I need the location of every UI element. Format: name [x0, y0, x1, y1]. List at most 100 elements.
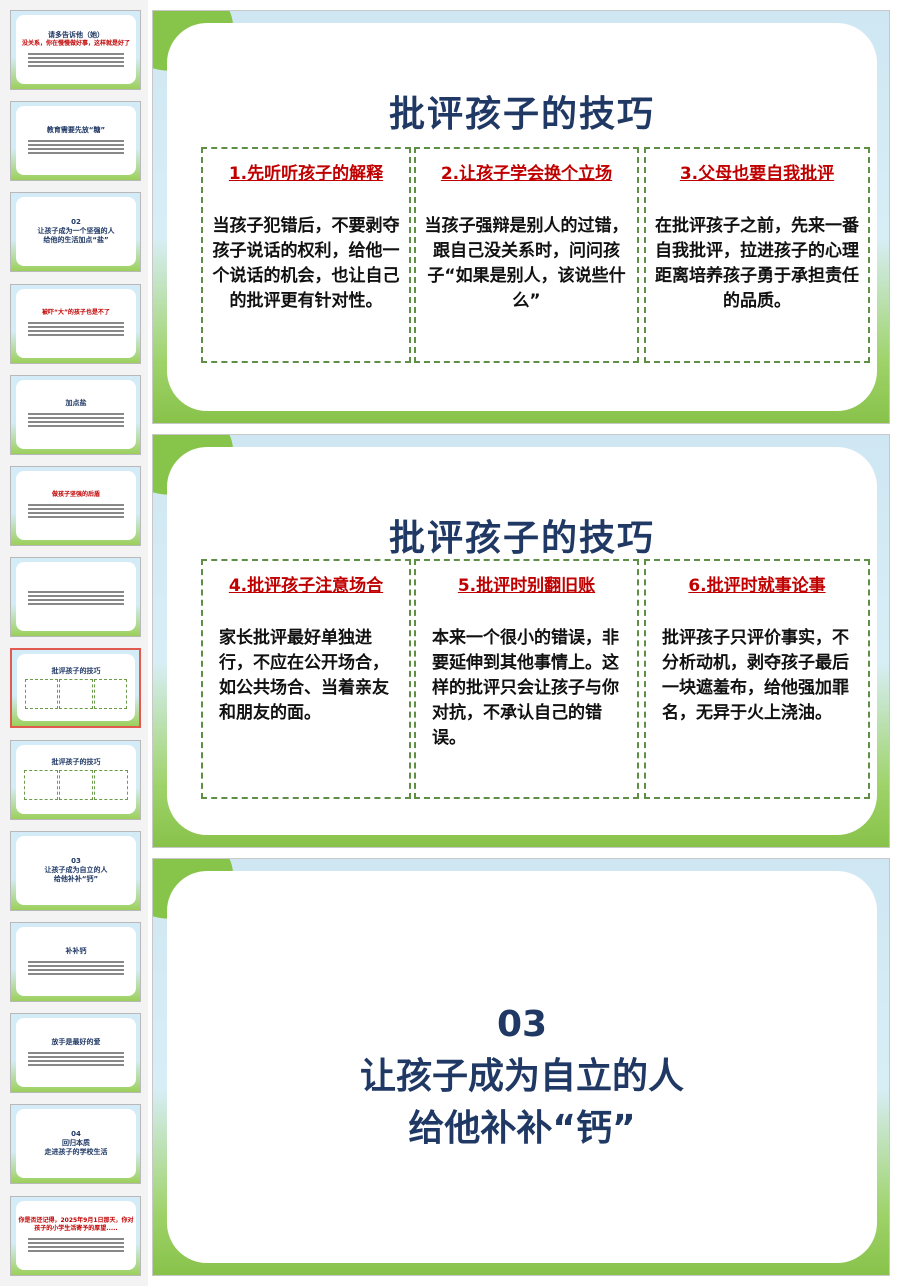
text-line — [28, 964, 124, 967]
text-line — [28, 417, 124, 420]
text-line — [28, 1059, 124, 1062]
text-line — [28, 333, 124, 336]
thumbnail-box — [24, 770, 59, 801]
tip-heading: 3.父母也要自我批评 — [679, 164, 835, 184]
thumbnail-red-text: 没关系，你在慢慢做好事，这样就是好了 — [21, 39, 130, 47]
slide-critique-tips-1[interactable]: 批评孩子的技巧 1.先听听孩子的解释 当孩子犯错后，不要剥夺孩子说话的权利，给他… — [152, 10, 890, 424]
tip-body: 在批评孩子之前，先来一番自我批评，拉进孩子的心理距离培养孩子勇于承担责任的品质。 — [655, 216, 859, 311]
slide-title: 批评孩子的技巧 — [388, 518, 655, 559]
text-line — [28, 1237, 124, 1240]
text-line — [28, 1051, 124, 1054]
thumbnail-card — [16, 562, 136, 632]
section-line-2: 给他补补“钙” — [408, 1108, 636, 1149]
thumbnail-subtitle: 走进孩子的学校生活 — [44, 1148, 108, 1157]
thumbnail-text-lines — [28, 411, 124, 429]
tip-body: 当孩子强辩是别人的过错，跟自己没关系时，问问孩子“如果是别人，该说些什么” — [424, 216, 629, 311]
slide-thumbnail-2[interactable]: 教育需要先放“糖” — [10, 101, 141, 182]
text-line — [28, 60, 124, 63]
thumbnail-red-text: 你是否还记得，2025年9月1日那天，你对孩子的小学生活寄予的厚望..... — [18, 1216, 134, 1232]
tip-heading: 4.批评孩子注意场合 — [228, 576, 384, 596]
thumbnail-subtitle: 让孩子成为自立的人 — [44, 865, 108, 874]
thumbnail-card: 被吓“大”的孩子也是不了 — [16, 288, 136, 358]
slide-title: 批评孩子的技巧 — [388, 94, 655, 135]
slide-thumbnail-6[interactable]: 做孩子坚强的后盾 — [10, 466, 141, 546]
thumbnail-title: 03 — [71, 856, 81, 865]
thumbnail-card: 放手是最好的爱 — [16, 1018, 136, 1088]
thumbnail-box — [93, 770, 128, 801]
tip-box-3: 3.父母也要自我批评 在批评孩子之前，先来一番自我批评，拉进孩子的心理距离培养孩… — [644, 147, 870, 363]
thumbnail-card: 加点盐 — [16, 379, 136, 449]
thumbnail-card: 做孩子坚强的后盾 — [16, 471, 136, 540]
thumbnail-text-lines — [28, 138, 124, 156]
tip-box-1: 1.先听听孩子的解释 当孩子犯错后，不要剥夺孩子说话的权利，给他一个说话的机会，… — [201, 147, 411, 363]
thumbnail-text-lines — [28, 502, 124, 520]
thumbnail-card: 补补钙 — [16, 927, 136, 996]
text-line — [28, 151, 124, 154]
thumbnail-boxes — [25, 678, 127, 709]
thumbnail-text-lines — [28, 1050, 124, 1068]
text-line — [28, 1245, 124, 1248]
text-line — [28, 139, 124, 142]
thumbnail-text-lines — [28, 51, 124, 69]
thumbnail-side-title: 放手是最好的爱 — [51, 1037, 101, 1046]
text-line — [28, 1063, 124, 1066]
slide-thumbnail-8[interactable]: 批评孩子的技巧 — [10, 648, 141, 729]
text-line — [28, 516, 124, 518]
thumbnail-text-lines — [28, 959, 124, 977]
tip-heading: 2.让孩子学会换个立场 — [440, 164, 613, 184]
tip-body: 批评孩子只评价事实，不分析动机，剥夺孩子最后一块遮羞布，给他强加罪名，无异于火上… — [662, 628, 849, 723]
thumbnail-title: 批评孩子的技巧 — [51, 758, 101, 767]
tip-body: 家长批评最好单独进行，不应在公开场合，如公共场合、当着亲友和朋友的面。 — [219, 628, 389, 723]
slide-thumbnail-4[interactable]: 被吓“大”的孩子也是不了 — [10, 283, 141, 364]
slide-thumbnail-11[interactable]: 补补钙 — [10, 922, 141, 1002]
thumbnail-subtitle: 给他补补“钙” — [53, 874, 99, 883]
slide-section-03[interactable]: 03 让孩子成为自立的人 给他补补“钙” — [152, 858, 890, 1276]
text-line — [28, 968, 124, 971]
thumbnail-card: 批评孩子的技巧 — [16, 744, 136, 814]
text-line — [28, 329, 124, 332]
thumbnail-card: 批评孩子的技巧 — [17, 654, 135, 722]
slide-thumbnail-9[interactable]: 批评孩子的技巧 — [10, 739, 141, 820]
slide-thumbnail-12[interactable]: 放手是最好的爱 — [10, 1013, 141, 1094]
thumbnail-box — [25, 678, 59, 709]
tip-body: 当孩子犯错后，不要剥夺孩子说话的权利，给他一个说话的机会，也让自己的批评更有针对… — [212, 216, 400, 311]
text-line — [28, 591, 124, 594]
slide-thumbnail-7[interactable] — [10, 557, 141, 638]
slide-thumbnail-5[interactable]: 加点盐 — [10, 374, 141, 455]
thumbnail-title: 批评孩子的技巧 — [51, 666, 101, 675]
text-line — [28, 52, 124, 55]
text-line — [28, 599, 124, 602]
thumbnail-red-text: 做孩子坚强的后盾 — [51, 491, 100, 498]
text-line — [28, 512, 124, 514]
slide-card: 03 让孩子成为自立的人 给他补补“钙” — [167, 871, 877, 1263]
slide-critique-tips-2[interactable]: 批评孩子的技巧 4.批评孩子注意场合 家长批评最好单独进行，不应在公开场合，如公… — [152, 434, 890, 848]
text-line — [28, 1241, 124, 1244]
tip-body: 本来一个很小的错误，非要延伸到其他事情上。这样的批评只会让孩子与你对抗，不承认自… — [432, 628, 619, 748]
text-line — [28, 321, 124, 324]
tip-box-2: 2.让孩子学会换个立场 当孩子强辩是别人的过错，跟自己没关系时，问问孩子“如果是… — [414, 147, 639, 363]
section-line-1: 让孩子成为自立的人 — [359, 1056, 684, 1097]
thumbnail-subtitle: 给他的生活加点“盐” — [43, 236, 109, 245]
slide-thumbnail-1[interactable]: 请多告诉他（她）没关系，你在慢慢做好事，这样就是好了 — [10, 10, 141, 90]
text-line — [28, 972, 124, 975]
thumbnail-box — [59, 678, 93, 709]
text-line — [28, 325, 124, 328]
thumbnail-side-title: 加点盐 — [65, 399, 87, 408]
text-line — [28, 56, 124, 59]
text-line — [28, 147, 124, 150]
thumbnail-title: 请多告诉他（她） — [48, 30, 104, 39]
thumbnail-box — [59, 770, 93, 801]
thumbnail-title: 教育需要先放“糖” — [46, 125, 106, 134]
thumbnail-card: 教育需要先放“糖” — [16, 106, 136, 176]
slide-thumbnail-14[interactable]: 你是否还记得，2025年9月1日那天，你对孩子的小学生活寄予的厚望..... — [10, 1195, 141, 1276]
tip-box-6: 6.批评时就事论事 批评孩子只评价事实，不分析动机，剥夺孩子最后一块遮羞布，给他… — [644, 559, 870, 799]
tip-box-5: 5.批评时别翻旧账 本来一个很小的错误，非要延伸到其他事情上。这样的批评只会让孩… — [414, 559, 639, 799]
slide-card: 批评孩子的技巧 1.先听听孩子的解释 当孩子犯错后，不要剥夺孩子说话的权利，给他… — [167, 23, 877, 411]
